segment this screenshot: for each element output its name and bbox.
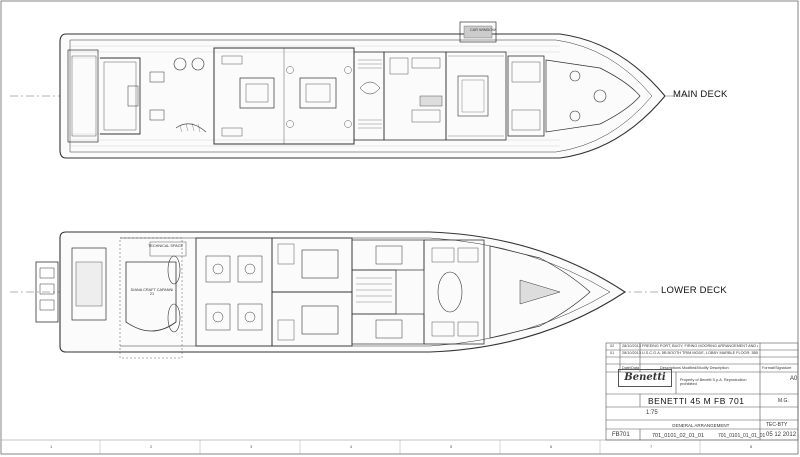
revision-header-description: Descriptions Modified/Modify Description [660,366,729,370]
revision-date: 28/10/2013 [622,344,642,348]
drawing-number: 701_0101_02_01_01 [652,433,705,439]
main-deck-label: MAIN DECK [673,89,728,100]
border-column-number: 5 [450,444,453,449]
lower-deck-label: LOWER DECK [661,285,727,296]
revision-header-signature: Format/Signature [762,366,792,370]
drawing-date: 05 12 2012 [766,432,797,438]
border-column-number: 7 [650,444,653,449]
lower-deck-plan [10,231,660,359]
revision-number: 02 [610,344,615,348]
border-column-number: 3 [250,444,253,449]
border-column-number: 6 [550,444,553,449]
drawing-number-alt: 701_0101_01_01_01 [718,433,766,439]
border-column-number: 8 [750,444,753,449]
scale-value: 1:75 [646,410,658,416]
owner-notice: Property of Benetti S.p.A. Reproduction … [680,378,747,386]
revision-date: 28/10/2013 [622,351,642,355]
department: TEC-BTY [766,422,788,428]
revision-description: U.S.C.G.A. 5B BOOTH TRIM MODE, LOBBY MAR… [642,351,758,355]
title-block-frame [605,342,799,441]
border-column-number: 1 [50,444,53,449]
tender-label: DIANA CRAFT CAPANNI 21 [130,288,174,296]
technical-space-label: TECHNICAL SPACE [148,244,184,248]
drawing-size: A0 [790,376,798,382]
border-column-number: 4 [350,444,353,449]
hull-code: FB701 [612,432,630,438]
revision-description: FREEING PORT, BUOY, FIRING MOORING ARRAN… [642,344,758,348]
project-title: BENETTI 45 M FB 701 [648,396,745,406]
revision-number: 01 [610,351,615,355]
drawing-title: GENERAL ARRANGEMENT [672,423,730,428]
border-column-number: 2 [150,444,153,449]
benetti-logo: Benetti [618,369,672,387]
drawn-by: M.G. [778,398,789,404]
revision-header-date: Date/Data [622,366,640,370]
main-deck-plan [10,21,690,159]
window-label: CAR WINDOW [470,28,496,32]
